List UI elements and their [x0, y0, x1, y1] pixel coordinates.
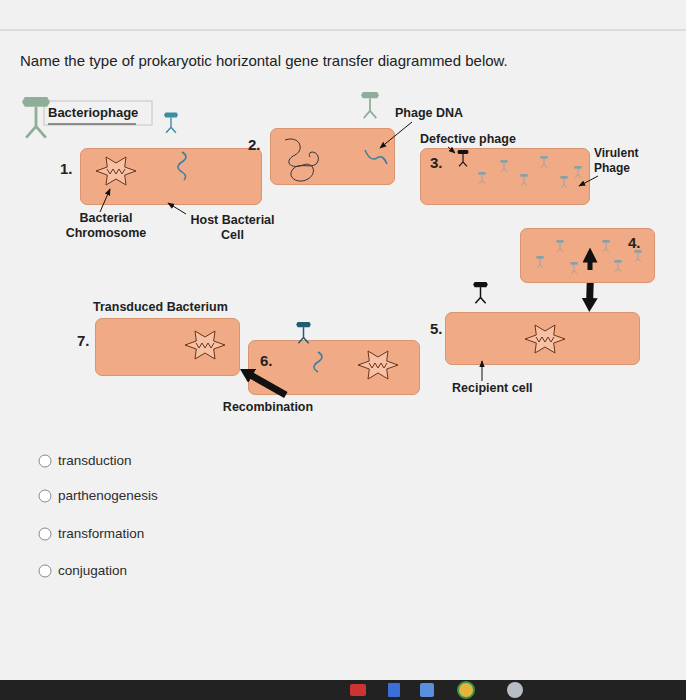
- cell-heading: Transduced Bacterium: [93, 299, 228, 316]
- bacterial-cell: Transduced Bacterium7.: [95, 318, 240, 376]
- bacterial-cell: 1.: [80, 148, 262, 205]
- label-frame: [44, 101, 152, 125]
- part-label: Bacteriophage: [48, 105, 138, 120]
- step-number: 3.: [430, 154, 443, 171]
- step-number: 7.: [77, 332, 90, 349]
- label-underline: [48, 124, 136, 125]
- part-label: Phage DNA: [395, 106, 463, 121]
- answer-option: conjugation: [58, 563, 127, 578]
- taskbar-icon: [507, 682, 523, 698]
- question-title: Name the type of prokaryotic horizontal …: [20, 52, 508, 69]
- page-rule: [0, 30, 686, 31]
- taskbar-icon: [350, 684, 366, 696]
- answer-option: transformation: [58, 526, 144, 541]
- step-number: 2.: [248, 136, 261, 153]
- phage-icon: [164, 113, 178, 133]
- edge-label: Recombination: [223, 400, 313, 415]
- bacterial-cell: 2.: [270, 128, 395, 185]
- taskbar: [0, 680, 686, 700]
- part-label: Recipient cell: [452, 381, 533, 396]
- answer-option: parthenogenesis: [58, 488, 158, 503]
- part-label: Defective phage: [420, 132, 516, 147]
- taskbar-icon: [458, 682, 474, 698]
- step-number: 6.: [260, 352, 273, 369]
- phage-icon: [361, 92, 379, 118]
- step-number: 5.: [430, 320, 443, 337]
- bacterial-cell: 6.: [248, 340, 420, 395]
- part-label: Virulent Phage: [594, 146, 656, 176]
- radio-button: [39, 528, 51, 540]
- transfer-arrow: [586, 283, 594, 300]
- part-label: Bacterial Chromosome: [60, 211, 152, 241]
- bacterial-cell: 5.: [445, 312, 640, 365]
- step-number: 1.: [60, 160, 73, 177]
- answer-option: transduction: [58, 453, 132, 468]
- bacterial-cell: 3.: [420, 148, 590, 205]
- radio-button: [39, 455, 51, 467]
- taskbar-icon: [420, 683, 434, 697]
- step-number: 4.: [628, 234, 641, 251]
- taskbar-icon: [388, 683, 400, 697]
- part-label: Host Bacterial Cell: [180, 213, 285, 243]
- radio-button: [39, 565, 51, 577]
- phage-icon: [22, 97, 50, 138]
- radio-button: [39, 490, 51, 502]
- bacterial-cell: 4.: [520, 228, 655, 283]
- phage-icon: [473, 282, 488, 303]
